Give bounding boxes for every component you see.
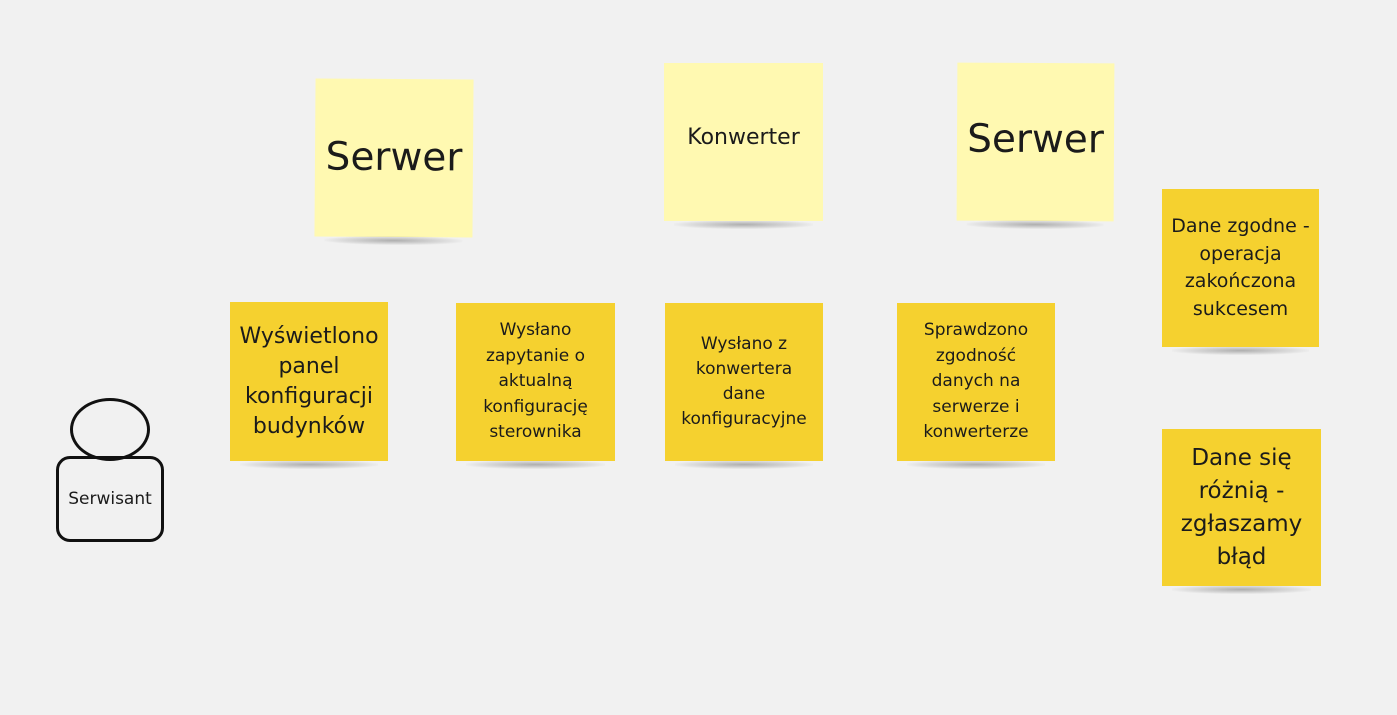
sticky-note-wyswietlono[interactable]: Wyświetlono panel konfiguracji budynków	[230, 302, 388, 469]
actor-head	[70, 398, 150, 461]
sticky-note-wyslano-zapytanie[interactable]: Wysłano zapytanie o aktualną konfiguracj…	[456, 303, 615, 469]
sticky-note-text: Dane zgodne - operacja zakończona sukces…	[1171, 215, 1310, 320]
sticky-note-dane-zgodne[interactable]: Dane zgodne - operacja zakończona sukces…	[1162, 189, 1319, 355]
actor-body: Serwisant	[56, 456, 164, 542]
sticky-note-dane-roznia[interactable]: Dane się różnią - zgłaszamy błąd	[1162, 429, 1321, 594]
actor-label: Serwisant	[68, 489, 152, 509]
sticky-note-text: Wysłano zapytanie o aktualną konfiguracj…	[483, 320, 588, 443]
sticky-note-text: Wysłano z konwertera dane konfiguracyjne	[681, 334, 807, 429]
sticky-note-text: Sprawdzono zgodność danych na serwerze i…	[923, 320, 1029, 443]
sticky-note-text: Serwer	[967, 116, 1104, 163]
sticky-note-text: Wyświetlono panel konfiguracji budynków	[239, 323, 379, 439]
sticky-note-text: Konwerter	[687, 125, 800, 150]
sticky-note-wyslano-z-konwertera[interactable]: Wysłano z konwertera dane konfiguracyjne	[665, 303, 823, 469]
sticky-note-text: Serwer	[325, 134, 463, 181]
sticky-note-text: Dane się różnią - zgłaszamy błąd	[1180, 444, 1303, 570]
sticky-note-serwer-2[interactable]: Serwer	[956, 62, 1115, 222]
sticky-note-sprawdzono[interactable]: Sprawdzono zgodność danych na serwerze i…	[897, 303, 1055, 469]
sticky-note-konwerter[interactable]: Konwerter	[664, 63, 823, 229]
sticky-note-serwer-1[interactable]: Serwer	[314, 78, 474, 238]
